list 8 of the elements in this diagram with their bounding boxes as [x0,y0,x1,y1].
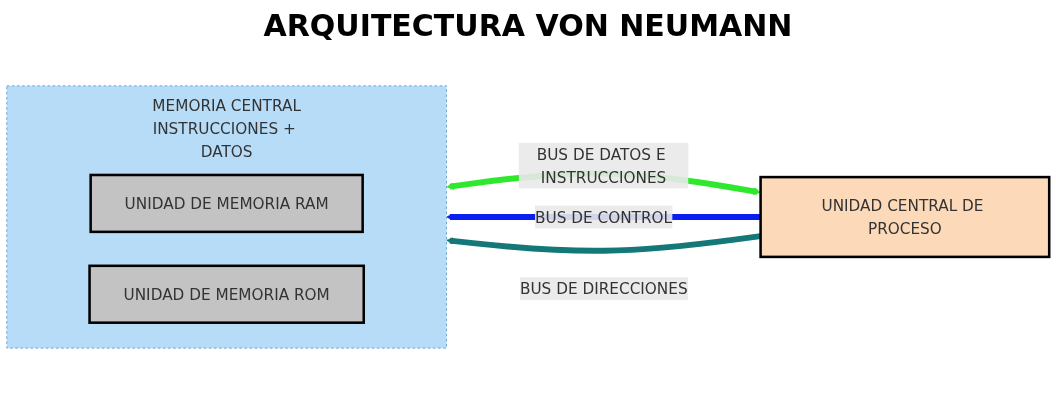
node-box: UNIDAD CENTRAL DE PROCESO [759,175,1051,259]
node-box: UNIDAD DE MEMORIA RAM [89,173,364,234]
edge-label: BUS DE DIRECCIONES [519,279,688,298]
node-box: UNIDAD DE MEMORIA ROM [88,264,365,324]
arrow [446,233,761,254]
diagram-title: ARQUITECTURA VON NEUMANN [262,8,794,43]
edge-label: BUS DE DATOS E INSTRUCCIONES [536,145,667,187]
edge-label: BUS DE CONTROL [534,208,673,226]
